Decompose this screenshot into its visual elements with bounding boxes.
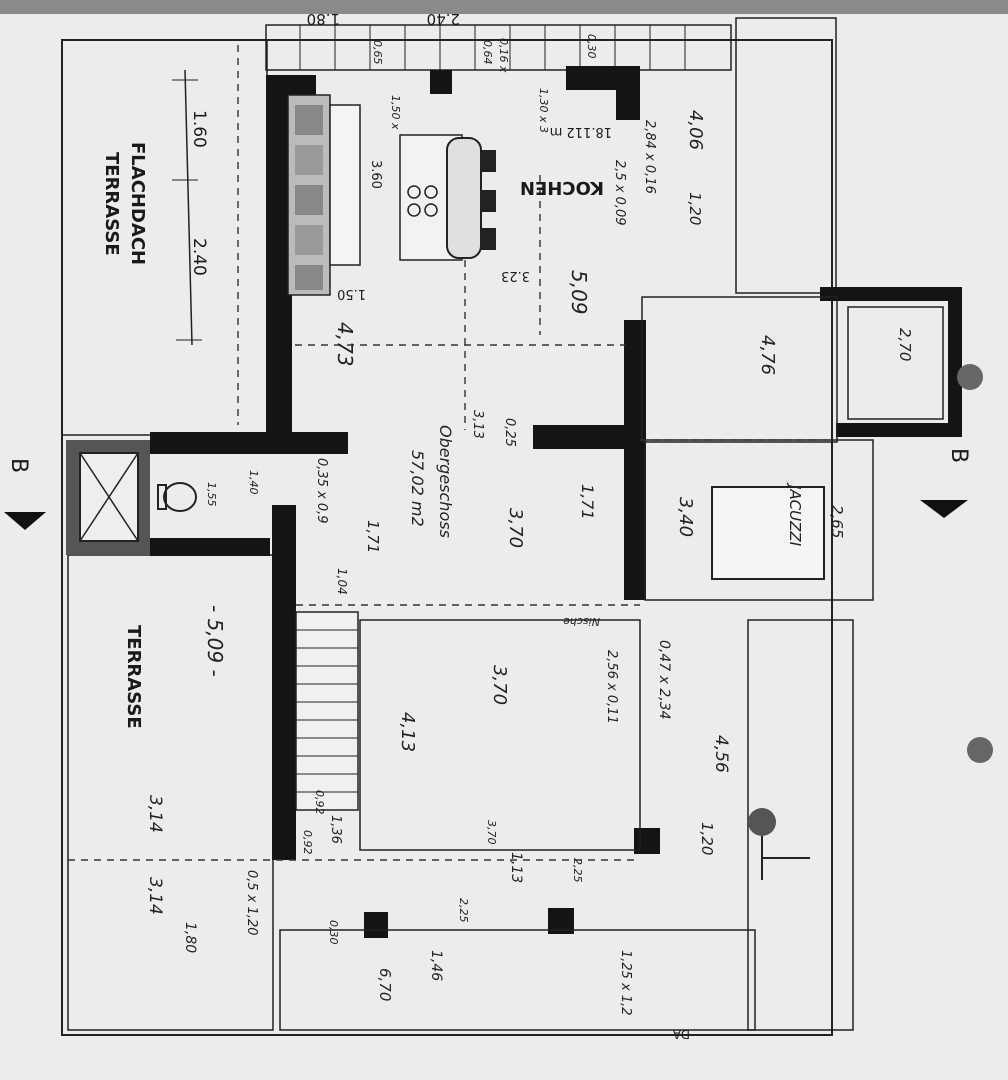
hand-dim-h18: 0,35 x 0,9	[314, 458, 329, 524]
hand-dim-h45: 0,92	[313, 790, 326, 815]
binder-hole-lower	[967, 737, 993, 763]
paper-top-edge	[0, 0, 1008, 14]
hand-dim-h30: 1,13	[508, 852, 524, 883]
hand-dim-h23: 2,56 x 0,11	[604, 650, 619, 724]
room-terrasse-label: TERRASSE	[123, 625, 144, 729]
room-jacuzzi-label: JACUZZI	[786, 482, 804, 547]
section-b-right: B	[946, 448, 971, 463]
dim-top-1: 1.80	[307, 10, 340, 28]
hand-note-nische: Nische	[563, 615, 600, 628]
shower	[66, 440, 150, 555]
hand-dim-h9: 3,40	[675, 497, 696, 537]
hand-dim-h28: 3,14	[145, 877, 165, 915]
hand-dim-h6: 4,73	[333, 322, 357, 367]
outer-boundary	[61, 39, 833, 1036]
dim-left-1: 1.60	[189, 110, 209, 148]
hand-dim-h7: 4,76	[757, 335, 778, 375]
left-dimension-line	[172, 69, 202, 346]
hand-note-obergeschoss: Obergeschoss	[436, 425, 455, 538]
room-kochen-label: KOCHEN	[520, 177, 604, 198]
hand-dim-h10: 2,65	[828, 505, 846, 538]
hand-dim-h24: 0,47 x 2,34	[656, 640, 672, 720]
hand-dim-h3: 2,84 x 0,16	[642, 120, 657, 194]
hand-dim-h21: 3,70	[489, 665, 510, 705]
hand-dim-h38: 0,65	[371, 40, 384, 65]
dim-kitchen-3: 3.23	[501, 268, 530, 283]
hand-dim-h34: 6,70	[376, 968, 394, 1001]
hand-dim-h2: 1,20	[686, 192, 704, 225]
hand-dim-h42: 1,30 x 3	[537, 88, 550, 133]
section-marker-right: B	[920, 448, 971, 518]
plant-icon	[748, 808, 810, 880]
hand-dim-h37: 1,55	[205, 482, 218, 507]
hand-dim-h16: 1,71	[578, 484, 597, 520]
hand-dim-h5: 5,09	[567, 270, 591, 315]
hand-dim-h46: 0,92	[301, 830, 314, 855]
hand-dim-h33: 1,46	[428, 950, 444, 981]
walls	[150, 66, 962, 938]
hand-dim-h20: - 5,09 -	[203, 605, 227, 677]
section-marker-left: B	[4, 458, 46, 530]
corner-label-da: DA	[672, 1027, 690, 1041]
hand-dim-h8: 2,70	[896, 328, 914, 361]
hand-dim-h11: 0,25	[502, 418, 517, 447]
hand-dim-h48: 0,30	[327, 920, 340, 945]
hand-dim-h35: 1,25 x 1,2	[618, 950, 633, 1016]
hand-dim-h31: 0,5 x 1,20	[244, 870, 259, 936]
kitchen-area-label: 18.112 m	[550, 124, 612, 139]
hand-dim-h41: 1,50 x	[389, 95, 402, 130]
kitchen-counter	[287, 94, 361, 296]
lower-balcony	[279, 929, 756, 1031]
hand-dim-h26: 1,20	[698, 822, 716, 855]
dim-left-2: 2.40	[189, 238, 209, 276]
right-lower-strip	[747, 619, 854, 1031]
top-facade-strip	[265, 24, 732, 71]
dim-kitchen-1: 3.60	[368, 160, 383, 189]
binder-hole-upper	[957, 364, 983, 390]
hand-note-area: 57,02 m2	[408, 450, 427, 527]
hand-dim-h29: 1,36	[328, 815, 343, 844]
dim-top-2: 2.40	[427, 10, 460, 28]
hand-dim-h12: 3,13	[470, 410, 485, 439]
hand-dim-h1: 4,06	[685, 110, 706, 150]
hand-dim-h39: 0,64	[481, 40, 494, 65]
toilet	[157, 482, 197, 512]
right-upper-strip	[735, 17, 837, 294]
dashed-guides	[68, 45, 830, 861]
room-flachdach-terrasse-label: TERRASSE	[101, 152, 122, 256]
bay-window	[847, 306, 944, 420]
hand-dim-h36: 1,40	[247, 470, 260, 495]
right-room	[641, 296, 838, 443]
hand-dim-h19: 1,04	[335, 568, 349, 595]
hand-dim-h17: 1,71	[364, 520, 382, 553]
hand-dim-h27: 3,14	[145, 795, 165, 833]
section-b-left: B	[6, 458, 31, 473]
hand-dim-h25: 4,56	[711, 735, 731, 773]
jacuzzi-tub	[711, 486, 825, 580]
hand-dim-h44: 3,70	[485, 820, 498, 845]
dim-kitchen-2: 1.50	[337, 286, 366, 301]
hand-dim-h4: 2,5 x 0,09	[612, 160, 627, 226]
hand-dim-h43: 0,16 x	[497, 38, 510, 73]
hand-dim-h32: 1,80	[182, 922, 198, 953]
hand-dim-h22: 4,13	[397, 712, 418, 752]
living-room	[359, 619, 641, 851]
hand-dim-h50: 2,25	[571, 858, 584, 883]
kitchen-island	[399, 134, 496, 261]
room-flachdach-label: FLACHDACH	[127, 142, 148, 265]
hand-dim-h40: 0,30	[585, 34, 598, 59]
staircase	[295, 611, 359, 811]
hand-dim-h49: 2,25	[457, 898, 470, 923]
hand-dim-h15: 3,70	[505, 508, 526, 548]
